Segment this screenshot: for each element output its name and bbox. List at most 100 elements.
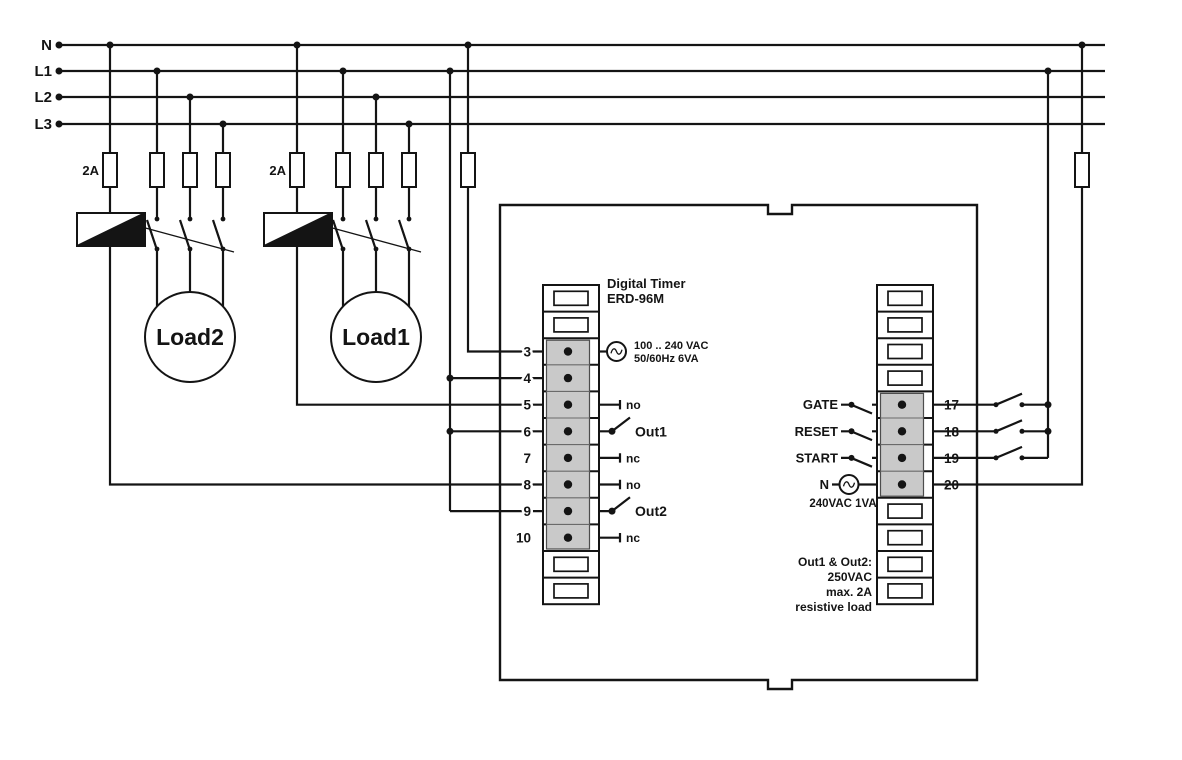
fuse-rating-label: 2A xyxy=(82,163,99,178)
mechanical-linkage xyxy=(137,225,235,253)
terminal-pin xyxy=(897,453,907,463)
contactor-contact-dots xyxy=(154,216,412,252)
terminal-number: 4 xyxy=(523,371,531,386)
out1-no-label: no xyxy=(626,398,641,412)
terminal-pin xyxy=(897,427,907,436)
device-title-line1: Digital Timer xyxy=(607,276,686,291)
load-circle xyxy=(330,291,422,383)
cell-inner-rects xyxy=(887,290,923,599)
bus-label-l3: L3 xyxy=(34,116,52,133)
junction-dot xyxy=(55,93,63,101)
ac-source-icon xyxy=(606,341,627,362)
control-input-labels: GATE RESET START N 240VAC 1VA xyxy=(795,397,877,510)
contact-dot xyxy=(993,428,999,434)
contactor-branch-load1: 2A Load1 xyxy=(263,45,543,406)
gate-switch-contact-dots xyxy=(993,402,1025,408)
right-terminal-block: 17 18 19 20 xyxy=(876,284,963,606)
bus-label-n: N xyxy=(41,37,52,54)
control-power-label: 240VAC 1VA xyxy=(809,498,876,510)
supply-rating-line1: 100 .. 240 VAC xyxy=(634,340,708,352)
fuse-icon xyxy=(368,152,384,188)
terminal-pins xyxy=(897,400,907,489)
fuse-rating-label: 2A xyxy=(269,163,286,178)
left-terminal-numbers: 3 4 5 6 7 8 9 10 xyxy=(513,342,534,548)
contact-dot xyxy=(187,216,193,222)
terminal-number: 9 xyxy=(523,504,531,519)
reset-switch-contact-dots xyxy=(993,428,1025,434)
branch-wires xyxy=(108,45,543,486)
terminal-pin xyxy=(563,506,573,516)
contactor-branch-load2: 2A Load2 xyxy=(76,45,543,486)
input-label-reset: RESET xyxy=(795,424,838,439)
junction-dot xyxy=(186,93,194,101)
contact-dot xyxy=(154,216,160,222)
junction-dot xyxy=(372,93,380,101)
right-terminal-numbers: 17 18 19 20 xyxy=(942,395,963,495)
terminal-pin xyxy=(563,427,573,436)
terminal-number: 10 xyxy=(516,531,531,546)
contact-dot xyxy=(1019,428,1025,434)
left-terminal-block: 3 4 5 6 7 8 9 10 xyxy=(513,284,600,606)
terminal-number: 8 xyxy=(523,478,531,493)
load-circle xyxy=(144,291,236,383)
terminal-pin xyxy=(563,347,573,356)
junction-dot xyxy=(446,67,454,75)
junction-dot xyxy=(106,41,114,49)
rating-line: max. 2A xyxy=(826,585,872,599)
branch-wires xyxy=(295,45,543,406)
junction-dot xyxy=(405,120,413,128)
load1-label: Load1 xyxy=(342,324,410,350)
fuse-icon xyxy=(460,152,476,188)
out1-changeover-icon: no Out1 nc xyxy=(599,398,667,465)
contact-pivot-dot xyxy=(608,507,616,515)
contact-dot xyxy=(154,246,160,252)
terminal-pins xyxy=(563,347,573,542)
contactor-coil-icon xyxy=(263,212,333,247)
coil-diagonal xyxy=(76,212,146,247)
junction-dot xyxy=(55,41,63,49)
rating-line: resistive load xyxy=(795,600,872,614)
out2-no-label: no xyxy=(626,478,641,492)
coil-diagonal xyxy=(263,212,333,247)
device-title-line2: ERD-96M xyxy=(607,291,664,306)
terminal-pin xyxy=(563,480,573,489)
input-contact-dot xyxy=(848,454,855,461)
fuse-icon xyxy=(1074,152,1090,188)
output-rating-note: Out1 & Out2: 250VAC max. 2A resistive lo… xyxy=(795,555,872,614)
terminal-pin xyxy=(563,400,573,409)
fuse-icon xyxy=(182,152,198,188)
terminal-number: 3 xyxy=(523,345,531,360)
ac-source-icon xyxy=(838,474,860,495)
bus-label-l1: L1 xyxy=(34,63,52,80)
terminal-pin xyxy=(563,533,573,542)
junction-dot xyxy=(464,41,472,49)
fuse-icon xyxy=(102,152,118,188)
junction-dot xyxy=(293,41,301,49)
junction-dots xyxy=(55,41,1086,435)
contact-wires xyxy=(599,400,631,463)
contact-dot xyxy=(406,246,412,252)
junction-dot xyxy=(55,120,63,128)
terminal-pin xyxy=(897,400,907,409)
load1-motor: Load1 xyxy=(330,291,422,383)
terminal-pin xyxy=(897,480,907,489)
terminal-number: 5 xyxy=(523,398,531,413)
power-bus: N L1 L2 L3 xyxy=(34,37,1105,133)
control-wiring-right xyxy=(933,45,1090,486)
rating-line: 250VAC xyxy=(828,570,873,584)
bus-label-l2: L2 xyxy=(34,89,52,106)
contact-dot xyxy=(340,246,346,252)
device-outline xyxy=(498,203,979,691)
strip-dividers xyxy=(546,364,590,525)
input-label-start: START xyxy=(796,450,838,465)
contact-dot xyxy=(220,246,226,252)
fuse-icon xyxy=(149,152,165,188)
contact-dot xyxy=(1019,455,1025,461)
input-label-n: N xyxy=(820,477,829,492)
supply-rating: 100 .. 240 VAC 50/60Hz 6VA xyxy=(599,340,708,365)
contact-dot xyxy=(187,246,193,252)
contact-dot xyxy=(1019,402,1025,408)
cell-inner-rects xyxy=(553,290,589,599)
